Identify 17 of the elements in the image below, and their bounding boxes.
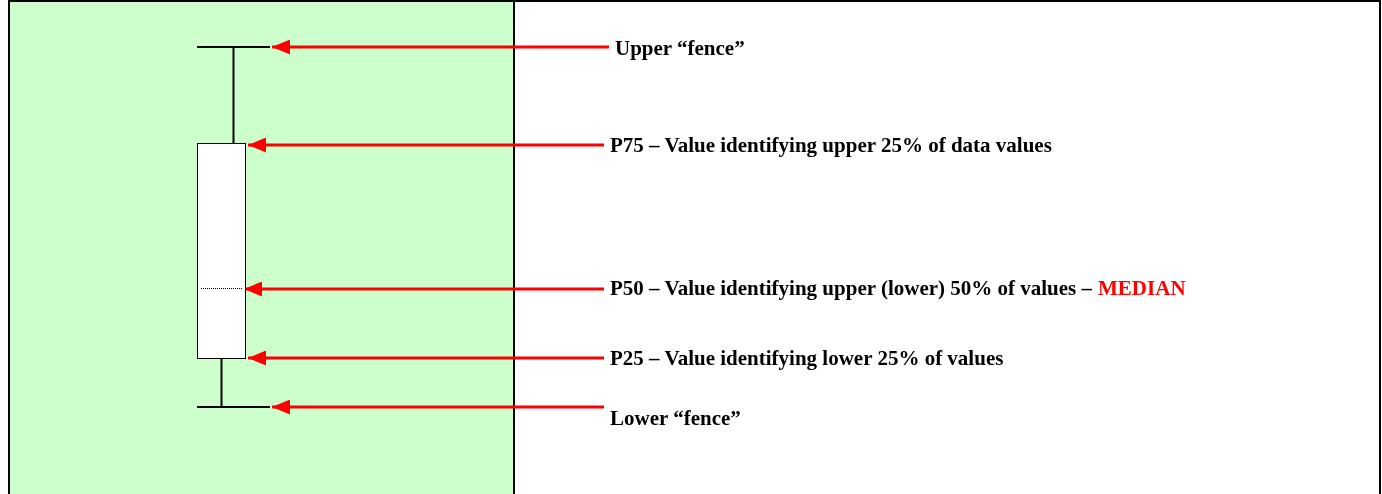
whisker-line xyxy=(220,358,223,407)
box-plot-box xyxy=(197,143,246,359)
callout-text: Lower “fence” xyxy=(610,406,741,430)
leader-line xyxy=(248,350,604,366)
leader-line xyxy=(272,399,604,415)
whisker-cap xyxy=(197,46,270,48)
callout-text: P50 – Value identifying upper (lower) 50% of values – xyxy=(610,276,1093,300)
median-line xyxy=(201,288,242,290)
leader-line xyxy=(272,39,609,55)
callout-text: Upper “fence” xyxy=(615,36,745,60)
whisker-line xyxy=(232,47,235,144)
leader-line xyxy=(248,137,604,153)
callout-text: P25 – Value identifying lower 25% of values xyxy=(610,346,1004,370)
leader-line xyxy=(244,281,604,297)
highlight-text: MEDIAN xyxy=(1098,276,1186,300)
whisker-cap xyxy=(197,406,270,408)
callout-text: P75 – Value identifying upper 25% of data values xyxy=(610,133,1052,157)
